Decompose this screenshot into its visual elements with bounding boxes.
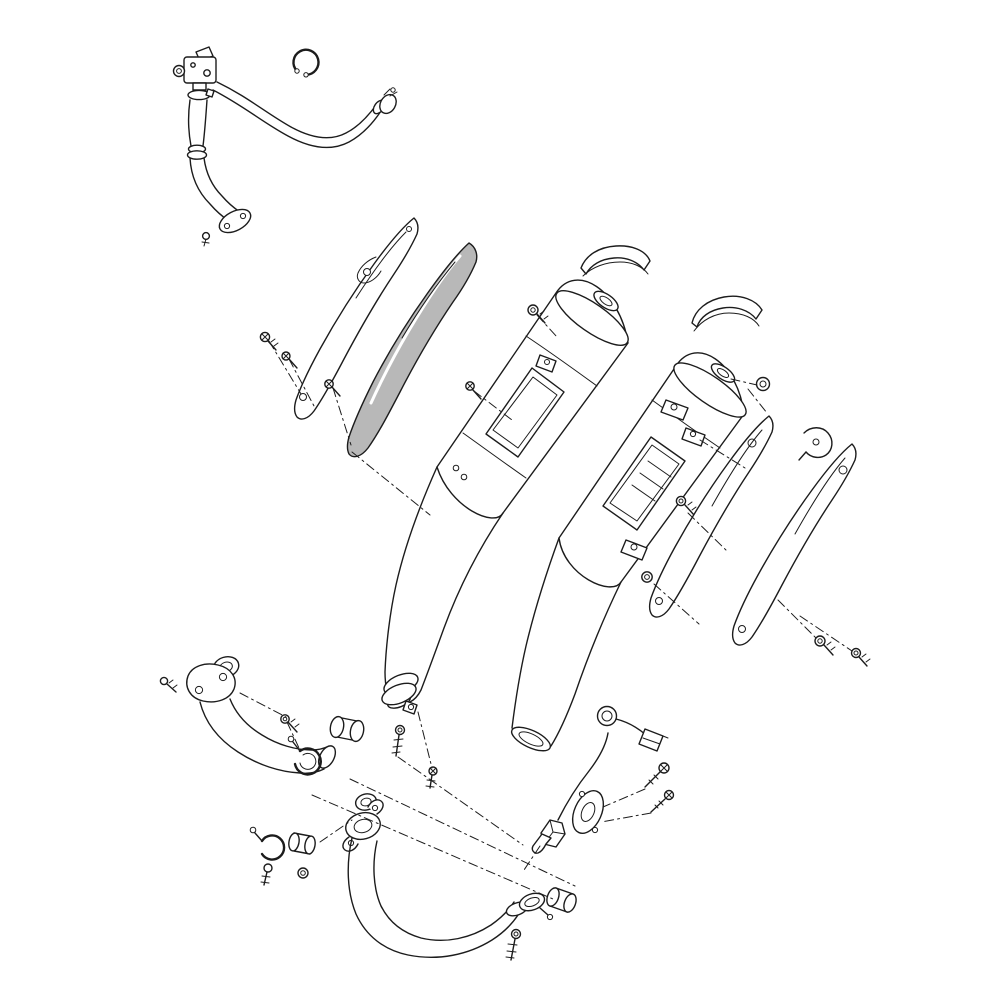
pipe-collar-icon: [329, 715, 365, 743]
screw-icon: [425, 766, 438, 789]
down-pipe-assembly: [342, 793, 577, 961]
bolt-icon: [527, 304, 549, 324]
screw-icon: [324, 379, 341, 397]
header-pipe-assembly: [159, 655, 365, 776]
hook-bracket-icon: [798, 427, 833, 461]
protector-bolts: [814, 635, 871, 667]
muffler-right-assembly: [510, 352, 771, 752]
coupler-icon: [638, 728, 669, 752]
protector-plate-outer: [731, 443, 857, 646]
stud-bolt-icon: [159, 676, 178, 693]
screw-icon: [644, 762, 670, 788]
bolt-icon: [201, 231, 211, 247]
nut-icon: [297, 867, 309, 879]
grommet-icon: [596, 705, 618, 727]
screw-icon: [465, 381, 482, 400]
screw-icon: [281, 351, 298, 369]
snap-ring-icon: [292, 48, 320, 78]
pipe-collar-icon: [546, 887, 577, 913]
shield-screws: [259, 331, 341, 397]
muffler-right-end-cover: [691, 295, 763, 332]
pipe-clamp-icon: [518, 892, 554, 921]
header-flange: [186, 663, 236, 703]
bolt-icon: [260, 863, 273, 886]
muffler-right-tail-pipe: [511, 537, 560, 729]
bolt-icon: [280, 714, 300, 733]
down-pipe-flange: [345, 811, 381, 841]
pipe-collar-icon: [288, 832, 316, 855]
bolt-icon: [675, 495, 697, 516]
nut-icon: [755, 376, 771, 392]
bolt-icon: [505, 928, 522, 961]
bolt-icon: [850, 647, 871, 667]
muffler-left-tail-pipe: [384, 466, 438, 693]
screw-icon: [650, 789, 675, 813]
sensor-lead-wire: [557, 732, 609, 821]
sensor-boss-plate: [571, 790, 605, 834]
bolt-icon: [814, 635, 836, 656]
nut-icon: [641, 571, 653, 583]
leader-lines: [239, 314, 853, 900]
air-valve-assembly: [172, 46, 398, 247]
heat-shield-plate: [293, 217, 419, 420]
protector-plate-inner: [648, 415, 774, 618]
muffler-clamp: [381, 672, 419, 715]
pipe-clamp-icon: [287, 735, 322, 776]
o2-sensor-assembly: [531, 705, 675, 854]
clamp-collar-cluster: [249, 826, 316, 886]
muffler-name-plate: [602, 436, 686, 531]
muffler-left-end-cover: [580, 245, 651, 277]
hose-clamp-icon: [379, 87, 398, 115]
muffler-left-assembly: [381, 279, 629, 789]
bolt-icon: [391, 724, 406, 757]
